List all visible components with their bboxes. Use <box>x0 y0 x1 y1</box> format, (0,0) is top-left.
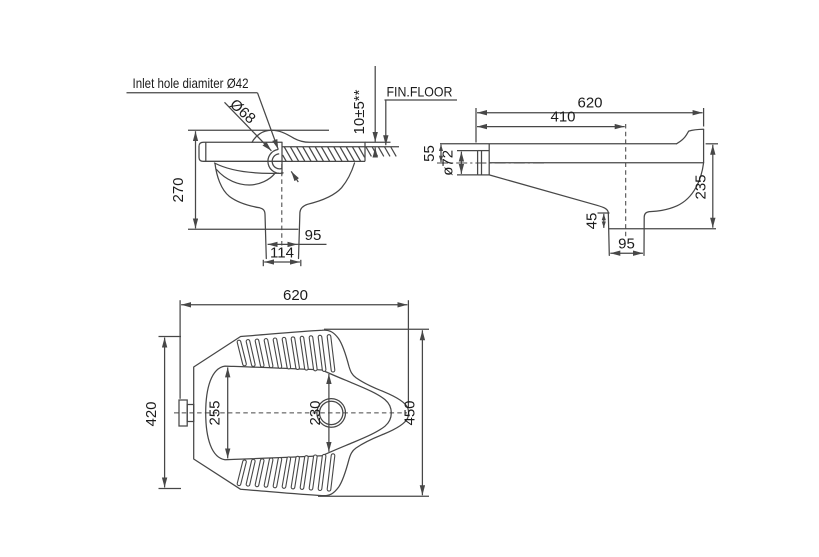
sec-inlet-spud <box>476 143 490 176</box>
plan-view: 620 420 450 255 230 <box>143 287 429 497</box>
foot-ribs <box>236 334 336 492</box>
dim-620-plan-label: 620 <box>283 287 308 304</box>
dim-95-sec: 95 <box>610 236 643 256</box>
side-dome <box>251 129 366 143</box>
side-bowl-left <box>214 162 267 260</box>
dim-45: 45 <box>584 212 610 230</box>
plan-outline <box>193 329 410 497</box>
dim-230-label: 230 <box>307 400 324 425</box>
dim-72-label: ø72 <box>440 150 457 176</box>
dim-420: 420 <box>143 335 181 490</box>
dim-45-label: 45 <box>584 213 601 230</box>
inlet-hole-inner-arc <box>271 153 283 170</box>
dim-55-label: 55 <box>421 145 438 162</box>
dim-55: 55 <box>421 144 444 163</box>
dim-270-label: 270 <box>170 177 187 202</box>
dim-95-sec-label: 95 <box>618 236 635 253</box>
dim-114-label: 114 <box>270 245 294 262</box>
dim-95-side-label: 95 <box>305 227 322 244</box>
dim-620-sec-label: 620 <box>577 95 602 112</box>
dim-410: 410 <box>477 109 625 130</box>
dim-72: ø72 <box>440 150 478 176</box>
section-view: 620 410 55 ø72 235 45 95 <box>421 95 718 257</box>
dim-235: 235 <box>693 143 718 228</box>
floor-gap-dim: 10±5** <box>351 66 378 158</box>
floor-gap-label: 10±5** <box>351 89 368 134</box>
inlet-note-label: Inlet hole diamiter Ø42 <box>133 76 249 91</box>
dim-230: 230 <box>307 374 332 452</box>
side-rim-bar <box>198 141 283 163</box>
fin-floor-label: FIN.FLOOR <box>387 85 453 100</box>
dim-410-label: 410 <box>550 109 575 126</box>
dim-620-sec: 620 <box>475 95 705 143</box>
dim-255: 255 <box>207 367 231 459</box>
side-bowl-inner-upper <box>213 162 280 174</box>
fin-floor-callout: FIN.FLOOR <box>383 85 457 146</box>
dia68-note: Ø68 <box>224 96 300 183</box>
dim-420-label: 420 <box>143 401 160 426</box>
sec-rear-curve <box>643 162 705 257</box>
side-view: 270 95 114 Inlet hole diamiter Ø42 Ø68 1… <box>126 66 457 267</box>
dim-450: 450 <box>318 328 429 497</box>
dim-450-label: 450 <box>402 400 419 425</box>
side-bowl-inner-lower <box>215 168 276 186</box>
dia68-label: Ø68 <box>226 96 258 128</box>
dim-620-plan: 620 <box>179 287 410 408</box>
side-bowl-right <box>297 162 356 260</box>
sec-front-lip <box>675 128 705 145</box>
dim-255-label: 255 <box>207 400 224 425</box>
floor-hatch <box>282 146 397 162</box>
dim-114: 114 <box>262 245 302 267</box>
inlet-note: Inlet hole diamiter Ø42 <box>126 76 279 150</box>
inlet-hole-outer-arc <box>267 148 284 174</box>
dim-235-label: 235 <box>693 174 710 199</box>
plan-bowl-outline <box>205 365 392 461</box>
dim-95-side: 95 <box>267 227 327 248</box>
dim-270: 270 <box>170 131 199 229</box>
